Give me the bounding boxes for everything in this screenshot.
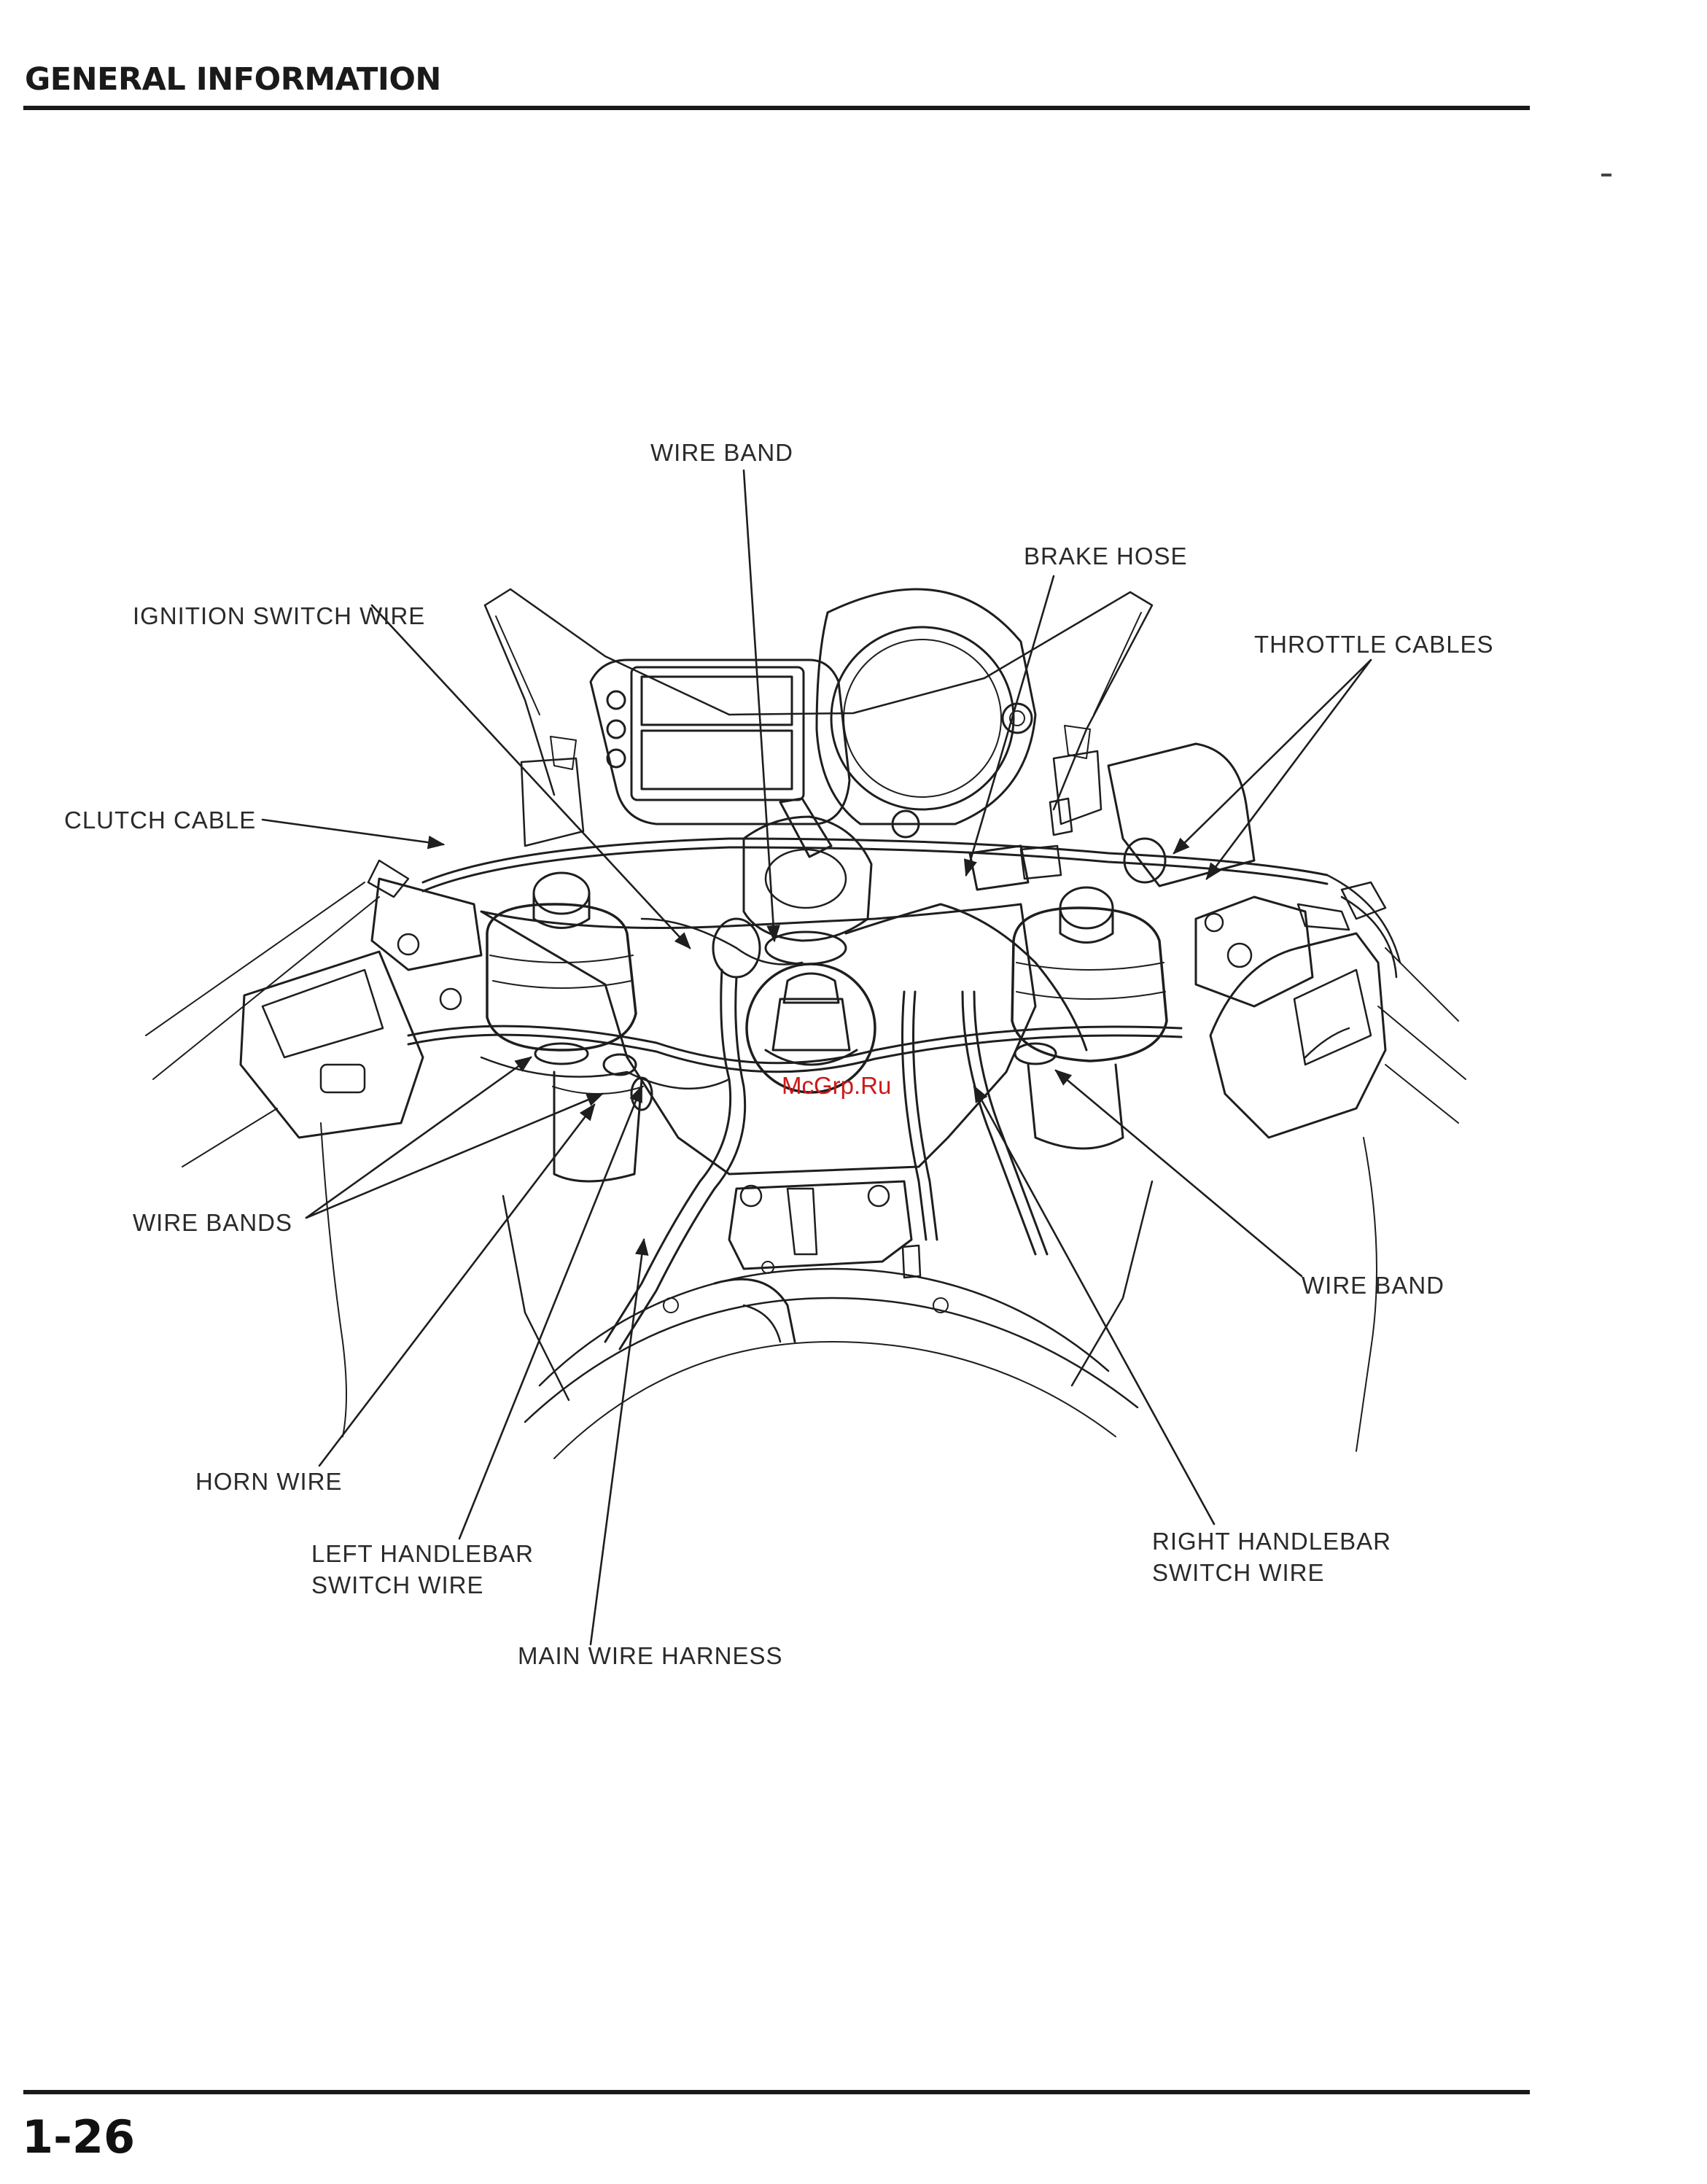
- label-wire-bands: WIRE BANDS: [133, 1208, 292, 1238]
- label-main-wire-harness: MAIN WIRE HARNESS: [518, 1641, 783, 1671]
- label-left-handlebar-switch-wire-line1: LEFT HANDLEBAR: [311, 1539, 534, 1569]
- leader-lines: [263, 470, 1371, 1644]
- leader-wire-band-right: [1056, 1070, 1302, 1276]
- leader-throttle-cables-1: [1174, 660, 1371, 853]
- label-clutch-cable: CLUTCH CABLE: [64, 805, 256, 836]
- label-throttle-cables: THROTTLE CABLES: [1254, 629, 1494, 660]
- label-ignition-switch-wire: IGNITION SWITCH WIRE: [133, 601, 425, 632]
- leader-right-handlebar-switch-wire: [974, 1087, 1214, 1524]
- leader-brake-hose: [966, 576, 1054, 875]
- leader-horn-wire: [319, 1105, 594, 1466]
- leader-clutch-cable: [263, 820, 443, 844]
- motorcycle-front-drawing: [146, 589, 1466, 1458]
- label-brake-hose: BRAKE HOSE: [1024, 541, 1188, 572]
- label-left-handlebar-switch-wire-line2: SWITCH WIRE: [311, 1570, 483, 1601]
- label-wire-band-right: WIRE BAND: [1302, 1270, 1444, 1301]
- watermark: McGrp.Ru: [782, 1072, 891, 1100]
- label-wire-band-top: WIRE BAND: [650, 438, 793, 468]
- leader-main-wire-harness: [591, 1240, 644, 1644]
- leader-wire-band-top: [744, 470, 774, 941]
- label-right-handlebar-switch-wire-line2: SWITCH WIRE: [1152, 1558, 1324, 1588]
- footer-rule: [23, 2090, 1530, 2094]
- label-right-handlebar-switch-wire-line1: RIGHT HANDLEBAR: [1152, 1526, 1391, 1557]
- leader-throttle-cables-2: [1207, 660, 1371, 879]
- label-horn-wire: HORN WIRE: [195, 1466, 343, 1497]
- page-number: 1-26: [22, 2110, 135, 2164]
